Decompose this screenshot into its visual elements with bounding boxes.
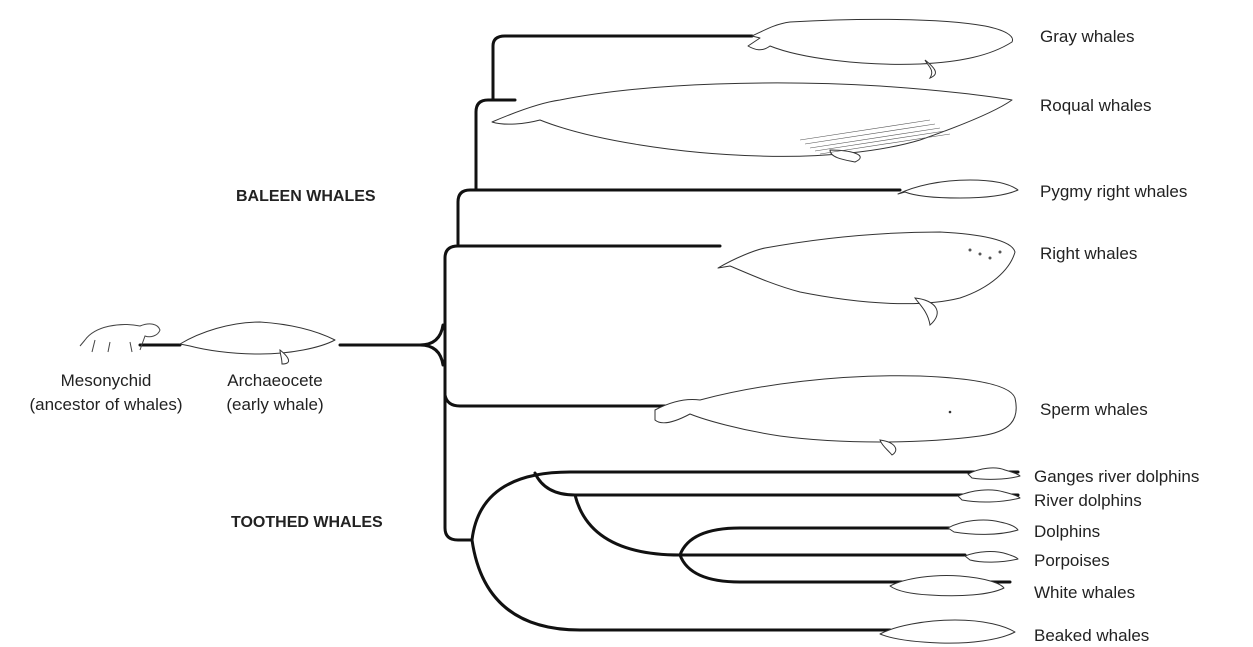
right-whale-icon	[718, 232, 1015, 325]
mesonychid-label: Mesonychid	[61, 371, 152, 390]
taxon-pygmy-right-whales: Pygmy right whales	[1040, 182, 1187, 201]
archaeocete-label: Archaeocete	[227, 371, 322, 390]
taxon-white-whales: White whales	[1034, 583, 1135, 602]
taxon-right-whales: Right whales	[1040, 244, 1137, 263]
baleen-split	[458, 190, 476, 244]
taxon-labels: Gray whales Roqual whales Pygmy right wh…	[1034, 27, 1199, 645]
taxon-dolphins: Dolphins	[1034, 522, 1100, 541]
ancestor-labels: Mesonychid (ancestor of whales) Archaeoc…	[29, 371, 323, 414]
river-dolphin-icon	[958, 490, 1020, 502]
beaked-whale-icon	[880, 620, 1015, 643]
taxon-porpoises: Porpoises	[1034, 551, 1110, 570]
ganges-dolphin-icon	[968, 468, 1020, 479]
porpoise-icon	[965, 552, 1018, 563]
mesonychid-icon	[80, 324, 160, 352]
toothed-whales-label: TOOTHED WHALES	[231, 514, 383, 531]
group-labels: BALEEN WHALES TOOTHED WHALES	[231, 188, 383, 531]
taxon-ganges-river-dolphins: Ganges river dolphins	[1034, 467, 1199, 486]
river-dolphin-split	[535, 473, 1018, 555]
sperm-whale-icon	[655, 376, 1016, 455]
taxon-gray-whales: Gray whales	[1040, 27, 1134, 46]
sperm-whale-branch	[445, 395, 665, 406]
taxon-sperm-whales: Sperm whales	[1040, 400, 1148, 419]
mesonychid-note: (ancestor of whales)	[29, 395, 182, 414]
taxon-rorqual-whales: Roqual whales	[1040, 96, 1152, 115]
archaeocete-note: (early whale)	[226, 395, 323, 414]
taxon-beaked-whales: Beaked whales	[1034, 626, 1149, 645]
baleen-whales-label: BALEEN WHALES	[236, 188, 376, 205]
white-whale-icon	[890, 575, 1004, 595]
gray-whale-icon	[748, 19, 1013, 78]
baleen-toothed-split	[445, 246, 472, 540]
dolphin-icon	[948, 520, 1018, 534]
delphinoid-split	[680, 528, 1010, 582]
taxon-river-dolphins: River dolphins	[1034, 491, 1142, 510]
rorqual-whale-icon	[492, 83, 1012, 162]
archaeocete-icon	[180, 322, 335, 364]
pygmy-right-whale-icon	[898, 180, 1018, 198]
root-stem	[340, 325, 443, 365]
